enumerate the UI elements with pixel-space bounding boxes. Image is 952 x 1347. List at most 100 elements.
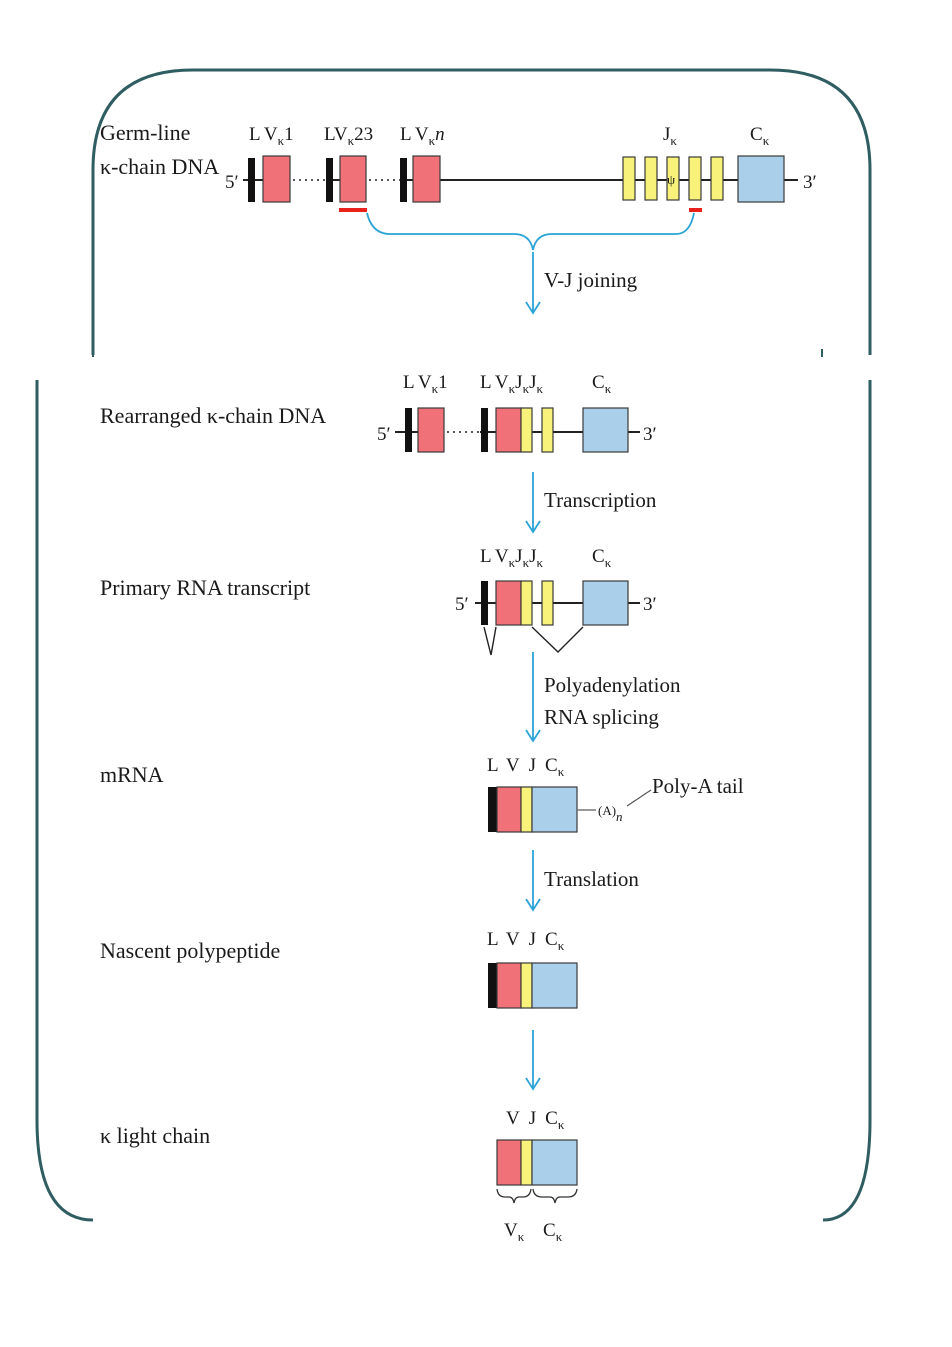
primary-3prime: 3′	[643, 594, 657, 615]
j-segment-5	[710, 156, 724, 201]
mrna-label: mRNA	[100, 762, 164, 787]
germline-label-ck: Cκ	[750, 124, 770, 148]
v-segment-1	[417, 407, 445, 453]
germline-3prime: 3′	[803, 172, 817, 193]
germline-label-1: Germ-line	[100, 120, 190, 145]
brace-label-ck: Cκ	[543, 1220, 563, 1244]
psi-symbol: ψ	[667, 172, 675, 187]
v-segment-n	[412, 155, 441, 203]
vj-v-segment	[495, 580, 522, 626]
v-segment	[496, 962, 522, 1009]
primary-5prime: 5′	[455, 594, 469, 615]
recombination-marker-v	[339, 208, 367, 212]
v-segment	[496, 1139, 522, 1186]
arrowhead-processing	[525, 1077, 541, 1091]
vj-j-segment	[520, 580, 533, 626]
step-transcription: Transcription	[544, 488, 657, 512]
svg-text:(A)n: (A)n	[598, 803, 623, 824]
j-segment	[541, 580, 554, 626]
rearranged-5prime: 5′	[377, 424, 391, 445]
svg-text:Vκ: Vκ	[504, 1220, 525, 1244]
j-segment-1	[622, 156, 636, 201]
leader-segment	[481, 581, 488, 625]
svg-text:Jκ: Jκ	[663, 124, 677, 148]
c-segment	[737, 155, 785, 203]
arrowhead-polyadenylation	[525, 729, 541, 743]
rearranged-label-ck: Cκ	[592, 372, 612, 396]
arrowhead-translation	[525, 898, 541, 912]
leader-segment	[488, 787, 497, 832]
polya-leader-line	[626, 789, 652, 807]
svg-text:Cκ: Cκ	[592, 372, 612, 396]
c-segment	[531, 1139, 578, 1186]
polya-tail-label: Poly-A tail	[652, 774, 744, 798]
c-segment	[582, 580, 629, 626]
svg-text:Cκ: Cκ	[543, 1220, 563, 1244]
j-segment-2	[644, 156, 658, 201]
leader-segment	[400, 158, 407, 202]
joining-brace	[366, 212, 695, 251]
step-vj-joining: V-J joining	[544, 268, 638, 292]
v-segment	[496, 786, 522, 833]
svg-text:LVκ23: LVκ23	[324, 124, 373, 148]
svg-text:Cκ: Cκ	[750, 124, 770, 148]
c-segment	[531, 786, 578, 833]
j-segment	[541, 407, 554, 453]
splice-intron-1	[483, 626, 497, 656]
v-segment-23	[339, 155, 367, 203]
j-segment-3	[666, 156, 680, 201]
v-segment-1	[262, 155, 291, 203]
step-polyadenylation: Polyadenylation	[544, 673, 681, 697]
j-segment	[520, 962, 533, 1009]
leader-segment	[326, 158, 333, 202]
svg-text:Cκ: Cκ	[592, 546, 612, 570]
leader-segment	[481, 408, 488, 452]
frame-top	[91, 68, 872, 355]
j-segment-4	[688, 156, 702, 201]
primary-label-ck: Cκ	[592, 546, 612, 570]
j-segment	[520, 1139, 533, 1186]
step-translation: Translation	[544, 867, 639, 891]
frame-bottom	[35, 380, 872, 1222]
recombination-marker-j	[689, 208, 702, 212]
rearranged-label: Rearranged κ-chain DNA	[100, 403, 326, 428]
light-chain-label: κ light chain	[100, 1123, 210, 1148]
j-segment	[520, 786, 533, 833]
arrowhead-vj	[525, 301, 541, 315]
leader-segment	[488, 963, 497, 1008]
arrowhead-transcription	[525, 520, 541, 534]
splice-intron-2	[531, 626, 584, 653]
brace-label-vk: Vκ	[504, 1220, 525, 1244]
brace-ck	[532, 1188, 578, 1204]
germline-5prime: 5′	[225, 172, 239, 193]
c-segment	[582, 407, 629, 453]
rearranged-3prime: 3′	[643, 424, 657, 445]
frame-tick-left	[92, 349, 94, 357]
nascent-label: Nascent polypeptide	[100, 938, 280, 963]
leader-segment	[405, 408, 412, 452]
vj-j-segment	[520, 407, 533, 453]
germline-label-jk: Jκ	[663, 124, 677, 148]
polya-tail-symbol: (A)n	[598, 803, 623, 824]
brace-vk	[496, 1188, 532, 1204]
germline-label-lv23: LVκ23	[324, 124, 373, 148]
germline-label-2: κ-chain DNA	[100, 154, 219, 179]
c-segment	[531, 962, 578, 1009]
